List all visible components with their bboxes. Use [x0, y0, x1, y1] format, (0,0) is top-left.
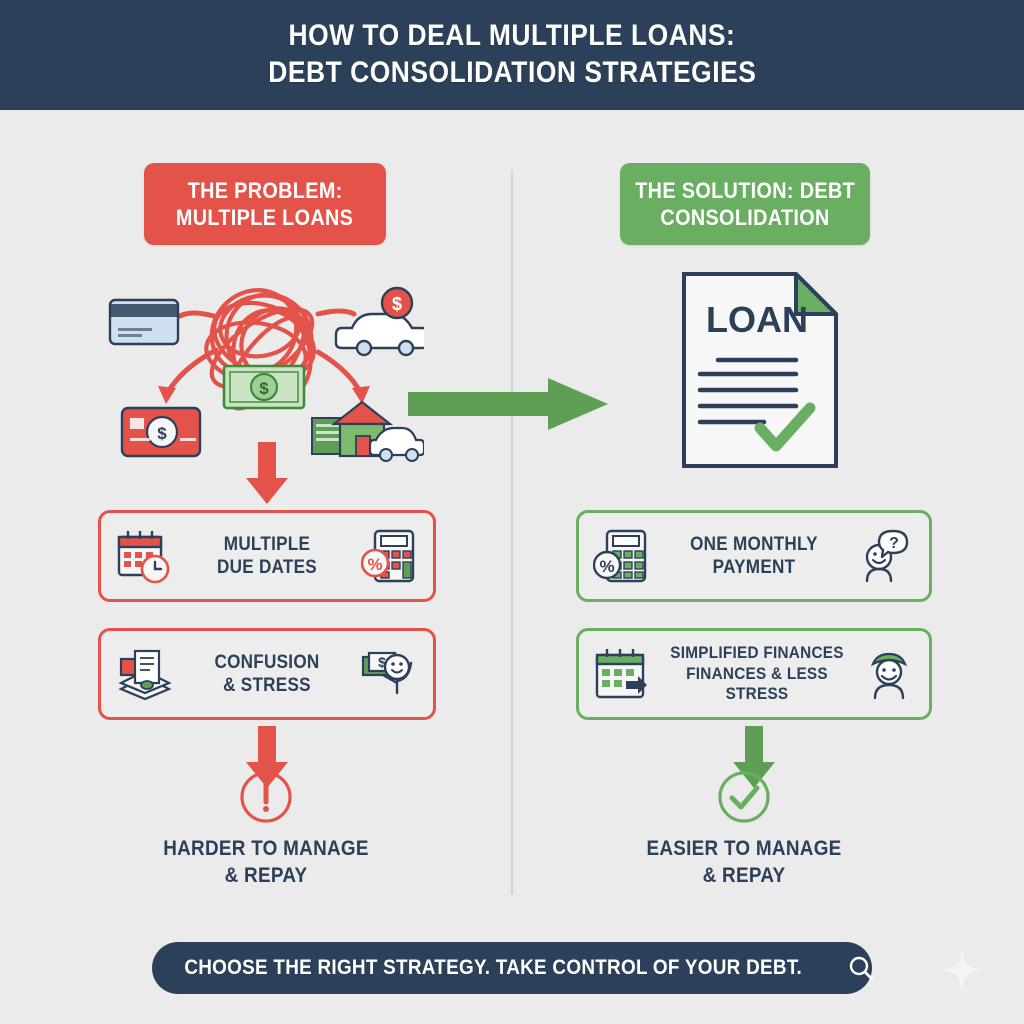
red-card-icon: $ — [120, 406, 202, 458]
calendar-arrow-icon — [593, 645, 651, 703]
svg-text:$: $ — [259, 379, 269, 398]
header-banner: How to Deal Multiple Loans: Debt Consoli… — [0, 0, 1024, 110]
person-holding-money-icon: $ — [361, 645, 419, 703]
problem-card-confusion-stress: Confusion & Stress $ — [98, 628, 436, 720]
paper-stack-icon — [115, 645, 173, 703]
problem-illustration: $ $ $ — [104, 268, 430, 468]
footer-cta-banner[interactable]: Choose the Right Strategy. Take Control … — [152, 942, 874, 994]
svg-text:$: $ — [157, 424, 167, 443]
loan-document-icon: LOAN — [682, 272, 838, 468]
scribble-arrow-topright — [315, 308, 357, 317]
scribble-arrow-topleft — [177, 310, 217, 319]
check-circle-icon — [717, 770, 771, 824]
problem-badge-line1: The Problem: — [187, 177, 343, 203]
solution-card-simplified-finances: Simplified Finances Finances & Less Stre… — [576, 628, 932, 720]
problem-column-badge: The Problem: Multiple Loans — [144, 163, 386, 245]
solution-column-badge: The Solution: Debt Consolidation — [620, 163, 870, 245]
calendar-clock-icon — [115, 527, 173, 585]
solution-badge-line1: The Solution: Debt — [635, 177, 855, 203]
solution-badge-line2: Consolidation — [660, 205, 830, 230]
solution-card-2-label: Simplified Finances Finances & Less Stre… — [670, 642, 844, 704]
solution-outcome-text: Easier to Manage & Repay — [646, 837, 842, 887]
page-title-line1: How to Deal Multiple Loans: — [288, 19, 736, 53]
loan-document-label: LOAN — [706, 299, 808, 340]
person-question-bubble-icon: ? — [857, 527, 915, 585]
svg-text:?: ? — [889, 535, 899, 552]
sparkle-icon — [940, 946, 984, 994]
transition-arrow — [408, 378, 608, 430]
search-icon[interactable] — [848, 955, 874, 981]
problem-badge-line2: Multiple Loans — [176, 205, 354, 230]
exclamation-circle-icon — [239, 770, 293, 824]
svg-text:%: % — [367, 555, 382, 574]
solution-outcome: Easier to Manage & Repay — [594, 770, 894, 890]
calculator-percent-icon: % — [360, 527, 419, 585]
solution-illustration: LOAN — [660, 268, 860, 473]
scribble-arrowhead-left — [158, 386, 176, 404]
house-and-car-icon — [311, 400, 426, 462]
solution-card-one-monthly-payment: % One Monthly Payment ? — [576, 510, 932, 602]
problem-card-2-label: Confusion & Stress — [214, 651, 320, 696]
credit-card-icon — [108, 298, 180, 346]
svg-text:$: $ — [378, 654, 386, 670]
happy-person-icon — [863, 648, 915, 700]
green-check-icon — [754, 402, 816, 452]
problem-outcome-text: Harder to Manage & Repay — [163, 837, 369, 887]
problem-outcome: Harder to Manage & Repay — [116, 770, 416, 890]
solution-card-1-label: One Monthly Payment — [690, 533, 818, 578]
scribble-arrowhead-right — [352, 386, 370, 404]
problem-card-multiple-due-dates: Multiple Due Dates % — [98, 510, 436, 602]
dollar-bill-icon: $ — [222, 364, 306, 410]
footer-cta-text: Choose the Right Strategy. Take Control … — [184, 956, 802, 979]
svg-text:$: $ — [392, 294, 402, 314]
calculator-percent-green-icon: % — [592, 527, 651, 585]
car-loan-icon: $ — [334, 286, 430, 357]
page-title-line2: Debt Consolidation Strategies — [267, 56, 757, 89]
problem-card-1-label: Multiple Due Dates — [217, 533, 317, 578]
column-divider — [511, 170, 513, 895]
problem-flow-arrow-bottom — [244, 726, 290, 788]
svg-text:%: % — [599, 557, 614, 576]
green-right-arrow-icon — [408, 378, 608, 430]
problem-flow-arrow-top — [244, 442, 290, 504]
